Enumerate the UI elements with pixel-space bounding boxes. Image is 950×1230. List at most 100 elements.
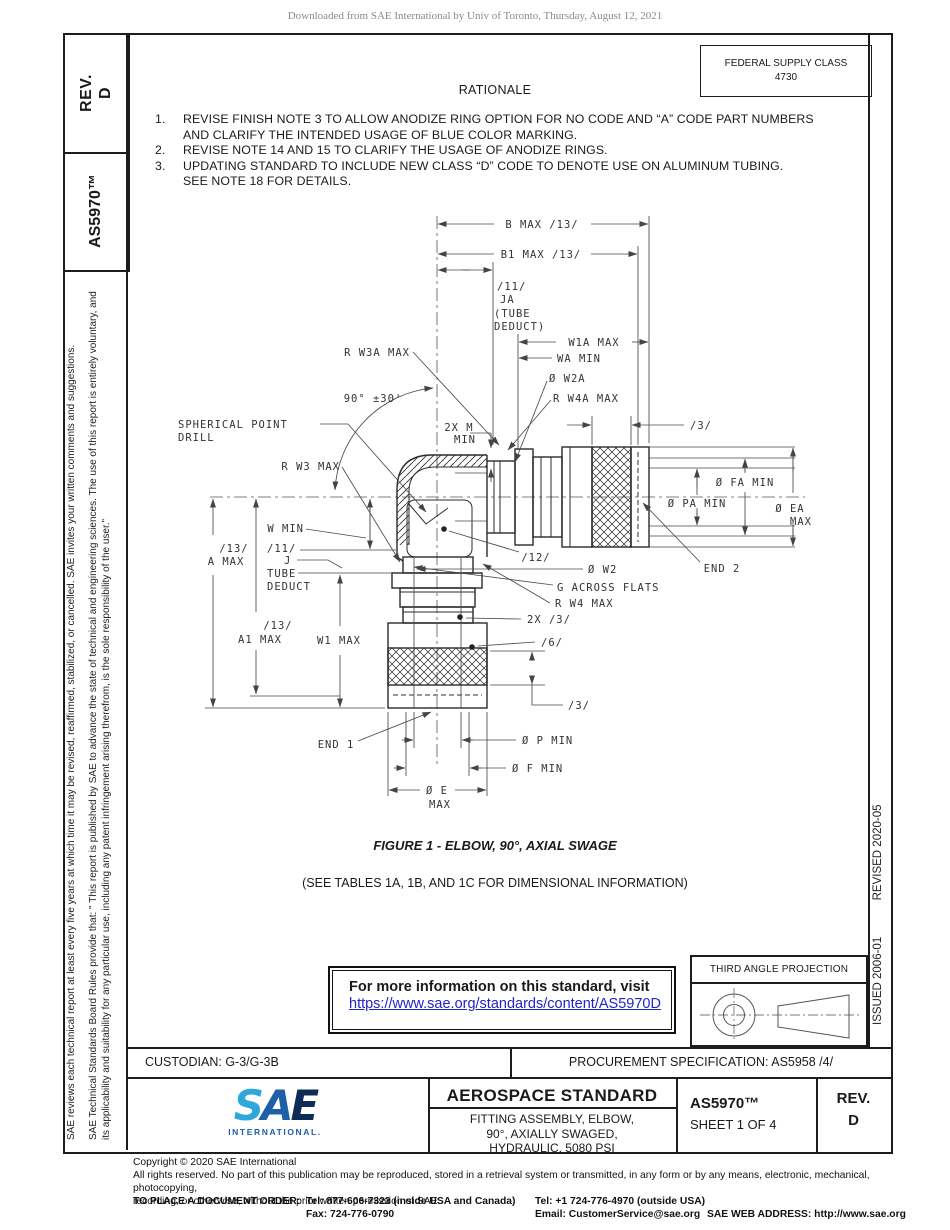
dim-label-a1-flag: /13/ bbox=[263, 620, 292, 632]
note-label-drill: DRILL bbox=[178, 432, 215, 444]
dim-label-flag3-bot: /3/ bbox=[568, 700, 590, 712]
footer-fax: Fax: 724-776-0790 bbox=[306, 1209, 395, 1220]
footer-tel-outside: Tel: +1 724-776-4970 (outside USA) bbox=[535, 1196, 706, 1207]
rationale-list: 1. REVISE FINISH NOTE 3 TO ALLOW ANODIZE… bbox=[155, 112, 835, 190]
inner-right-frame-line bbox=[868, 33, 870, 1048]
revised-label: REVISED 2020-05 bbox=[872, 804, 884, 901]
issued-label: ISSUED 2006-01 bbox=[872, 936, 884, 1025]
doc-title: FITTING ASSEMBLY, ELBOW, 90°, AXIALLY SW… bbox=[469, 1112, 635, 1155]
rationale-item-text: REVISE NOTE 14 AND 15 TO CLARIFY THE USA… bbox=[183, 143, 608, 157]
dim-label-r-w4-max: R W4 MAX bbox=[555, 598, 614, 610]
rationale-item: 1. REVISE FINISH NOTE 3 TO ALLOW ANODIZE… bbox=[155, 112, 835, 143]
third-angle-projection-box: THIRD ANGLE PROJECTION bbox=[690, 955, 868, 1047]
dim-label-dia-ea-max: MAX bbox=[790, 516, 812, 528]
fsc-value: 4730 bbox=[774, 72, 798, 83]
dim-label-r-w3-max: R W3 MAX bbox=[281, 461, 340, 473]
sidebar-docnumber-box: AS5970™ bbox=[63, 152, 130, 272]
dim-label-2x-m: 2X M bbox=[444, 422, 473, 434]
dim-label-dia-pa-min: Ø PA MIN bbox=[668, 498, 727, 510]
dim-label-m-min: MIN bbox=[454, 434, 476, 446]
dim-label-w-min: W MIN bbox=[267, 523, 304, 535]
third-angle-projection-symbol bbox=[700, 988, 860, 1042]
dim-label-a-max: A MAX bbox=[208, 556, 245, 568]
dim-label-wa-min: WA MIN bbox=[557, 353, 601, 365]
footer-rights: All rights reserved. No part of this pub… bbox=[133, 1170, 870, 1207]
figure-subcaption: (SEE TABLES 1A, 1B, AND 1C FOR DIMENSION… bbox=[302, 876, 688, 890]
dim-label-dia-w2a: Ø W2A bbox=[549, 373, 586, 385]
footer-copyright: Copyright © 2020 SAE International bbox=[133, 1157, 297, 1168]
dim-label-r-w3a-max: R W3A MAX bbox=[344, 347, 410, 359]
rationale-item-text: REVISE FINISH NOTE 3 TO ALLOW ANODIZE RI… bbox=[183, 112, 814, 142]
rationale-item-number: 2. bbox=[155, 143, 166, 157]
dim-label-dia-fa-min: Ø FA MIN bbox=[716, 477, 775, 489]
note-label-spherical-point: SPHERICAL POINT bbox=[178, 419, 288, 431]
more-info-box: For more information on this standard, v… bbox=[328, 966, 676, 1034]
footer-email: Email: CustomerService@sae.org bbox=[535, 1209, 701, 1220]
dim-label-dia-p-min: Ø P MIN bbox=[522, 735, 573, 747]
sidebar-disclaimer-1: SAE Technical Standards Board Rules prov… bbox=[88, 291, 112, 1140]
dim-label-b-max: B MAX /13/ bbox=[505, 219, 578, 231]
dim-label-ja: JA bbox=[500, 294, 515, 306]
dim-label-dia-w2: Ø W2 bbox=[588, 564, 617, 576]
dim-label-dia-ea: Ø EA bbox=[775, 503, 804, 515]
footer-order-label: TO PLACE A DOCUMENT ORDER: bbox=[133, 1196, 301, 1207]
sae-logo: SAE INTERNATIONAL. bbox=[195, 1085, 355, 1138]
sae-logo-s: S bbox=[233, 1081, 264, 1130]
procurement-spec-label: PROCUREMENT SPECIFICATION: AS5958 /4/ bbox=[568, 1055, 834, 1069]
dim-label-ja-flag: /11/ bbox=[497, 281, 526, 293]
dim-label-ja-deduct: DEDUCT) bbox=[494, 321, 545, 333]
sidebar-rev-box: REV. D bbox=[63, 33, 130, 154]
dim-label-angle: 90° ±30' bbox=[344, 393, 403, 405]
dim-label-r-w4a-max: R W4A MAX bbox=[553, 393, 619, 405]
page-frame bbox=[63, 33, 893, 1154]
standard-link[interactable]: https://www.sae.org/standards/content/AS… bbox=[349, 996, 661, 1012]
dim-label-j: J bbox=[284, 555, 291, 567]
dim-label-j-flag: /11/ bbox=[267, 543, 296, 555]
rationale-item-number: 3. bbox=[155, 158, 166, 173]
figure-drawing: B MAX /13/ B1 MAX /13/ /11/ JA (TUBE DED… bbox=[178, 216, 812, 811]
sae-logo-subtitle: INTERNATIONAL. bbox=[228, 1127, 322, 1137]
dim-label-flag12: /12/ bbox=[521, 552, 550, 564]
dim-label-b1-max: B1 MAX /13/ bbox=[501, 249, 582, 261]
label-end-1: END 1 bbox=[318, 739, 355, 751]
sidebar-rev-label: REV. D bbox=[77, 73, 114, 112]
more-info-text: For more information on this standard, v… bbox=[349, 979, 650, 995]
dim-label-dia-e-max: MAX bbox=[429, 799, 451, 811]
issued-revised-strip: ISSUED 2006-01 REVISED 2020-05 bbox=[872, 804, 884, 1025]
sidebar-docnumber-label: AS5970™ bbox=[86, 174, 104, 248]
dim-label-dia-f-min: Ø F MIN bbox=[512, 763, 563, 775]
rev-label: REV. bbox=[836, 1090, 871, 1107]
dim-label-flag6: /6/ bbox=[541, 637, 563, 649]
dim-label-w1-max: W1 MAX bbox=[317, 635, 361, 647]
custodian-label: CUSTODIAN: G-3/G-3B bbox=[145, 1055, 279, 1069]
rationale-title: RATIONALE bbox=[458, 83, 532, 97]
doc-number: AS5970™ bbox=[690, 1095, 760, 1112]
footer-tel-inside: Tel: 877-606-7323 (inside USA and Canada… bbox=[306, 1196, 516, 1207]
figure-caption: FIGURE 1 - ELBOW, 90°, AXIAL SWAGE bbox=[373, 838, 617, 853]
doc-type-title: AEROSPACE STANDARD bbox=[446, 1086, 658, 1105]
sheet-number: SHEET 1 OF 4 bbox=[690, 1117, 777, 1132]
footer-web: SAE WEB ADDRESS: http://www.sae.org bbox=[707, 1209, 906, 1220]
dim-label-j-deduct: DEDUCT bbox=[267, 581, 311, 593]
dim-label-w1a-max: W1A MAX bbox=[568, 337, 619, 349]
sae-logo-e: E bbox=[290, 1081, 320, 1130]
dim-label-a-flag: /13/ bbox=[219, 543, 248, 555]
rev-value: D bbox=[848, 1112, 859, 1129]
dim-label-flag3-2x: 2X /3/ bbox=[527, 614, 571, 626]
dim-label-flag3-top: /3/ bbox=[690, 420, 712, 432]
sidebar-divider-line bbox=[126, 33, 128, 1150]
download-watermark: Downloaded from SAE International by Uni… bbox=[287, 10, 663, 22]
rationale-item-text: UPDATING STANDARD TO INCLUDE NEW CLASS “… bbox=[183, 158, 784, 189]
dim-label-ja-tube: (TUBE bbox=[494, 308, 531, 320]
dim-label-a1-max: A1 MAX bbox=[238, 634, 282, 646]
label-end-2: END 2 bbox=[704, 563, 741, 575]
rationale-item: 2. REVISE NOTE 14 AND 15 TO CLARIFY THE … bbox=[155, 143, 835, 159]
more-info-box-inner: For more information on this standard, v… bbox=[332, 970, 672, 1030]
federal-supply-class-box: FEDERAL SUPPLY CLASS 4730 bbox=[700, 45, 872, 97]
rationale-item-number: 1. bbox=[155, 112, 166, 126]
dim-label-g-across-flats: G ACROSS FLATS bbox=[557, 582, 660, 594]
dim-label-j-tube: TUBE bbox=[267, 568, 296, 580]
fsc-label: FEDERAL SUPPLY CLASS bbox=[724, 58, 848, 69]
third-angle-projection-title: THIRD ANGLE PROJECTION bbox=[692, 957, 866, 984]
